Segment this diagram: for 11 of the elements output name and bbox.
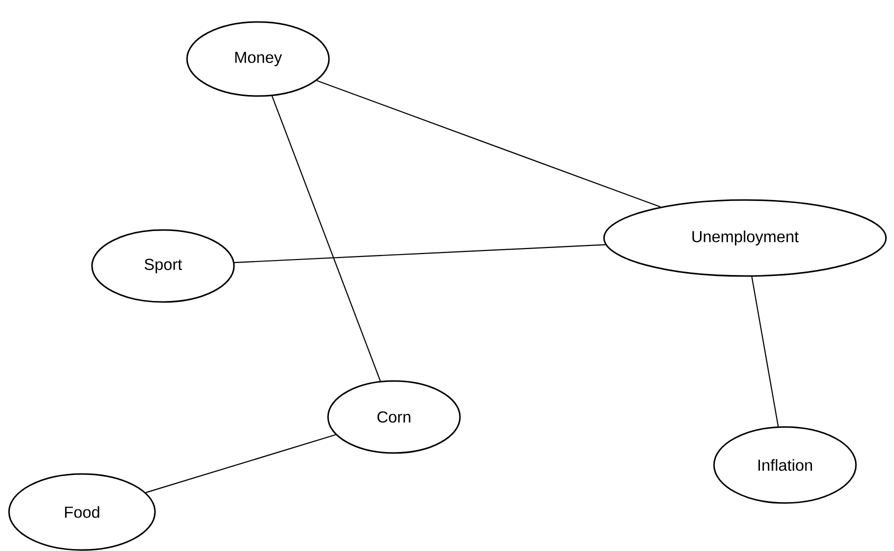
ellipse-node: Corn [327, 380, 461, 454]
connector-line [146, 434, 336, 494]
connector-line [234, 244, 606, 264]
ellipse-node: Money [186, 21, 330, 97]
ellipse-node: Unemployment [603, 199, 887, 277]
connector-line [751, 276, 779, 427]
connector-line [316, 80, 661, 208]
ellipse-node: Sport [91, 229, 235, 303]
ellipse-node: Inflation [713, 426, 857, 504]
ellipse-node: Food [8, 473, 156, 551]
connector-line [272, 96, 381, 382]
